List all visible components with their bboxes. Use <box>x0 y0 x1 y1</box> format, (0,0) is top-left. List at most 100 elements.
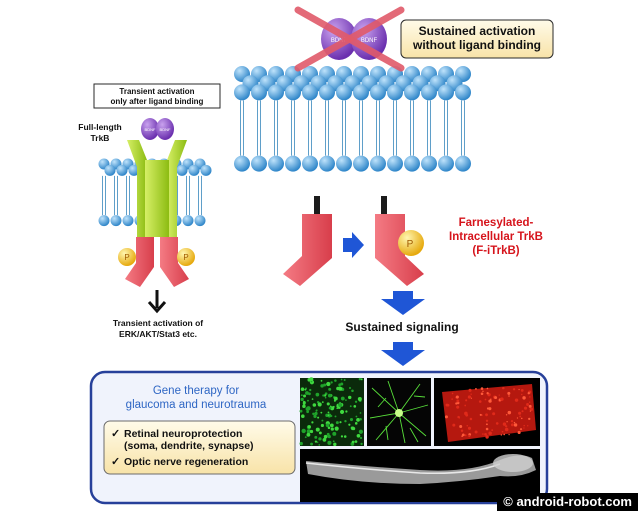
cell-speck <box>529 396 531 398</box>
cell-speck <box>451 392 454 395</box>
lipid-head <box>438 84 454 101</box>
cell-speck <box>521 410 524 413</box>
cell-speck <box>494 396 498 400</box>
cell-speck <box>354 400 358 403</box>
lipid-head <box>176 164 188 176</box>
cell-speck <box>506 421 508 423</box>
cell-speck <box>340 378 343 381</box>
lipid-head <box>387 84 403 101</box>
lipid-head <box>370 155 386 172</box>
cell-speck <box>317 402 322 407</box>
cell-speck <box>305 391 309 395</box>
cell-speck <box>479 413 482 416</box>
cell-speck <box>318 431 322 435</box>
cell-speck <box>334 379 337 382</box>
cell-speck <box>508 395 510 397</box>
cell-speck <box>332 440 335 443</box>
lipid-tail <box>257 100 261 156</box>
cell-speck <box>529 407 534 412</box>
cell-speck <box>356 417 360 422</box>
lipid-head <box>285 155 301 172</box>
cell-speck <box>302 400 306 404</box>
cell-speck <box>348 423 351 426</box>
cell-speck <box>307 425 311 429</box>
cell-speck <box>360 378 363 381</box>
lipid-tail <box>240 100 244 156</box>
cell-speck <box>343 378 346 381</box>
cell-speck <box>507 410 512 415</box>
cell-speck <box>491 429 494 432</box>
cell-speck <box>495 422 499 425</box>
cell-speck <box>455 395 459 399</box>
cell-speck <box>528 401 531 404</box>
cell-speck <box>359 436 363 440</box>
neuron-micrograph <box>367 378 431 446</box>
cell-speck <box>485 419 489 423</box>
itrkb-domain <box>375 214 424 286</box>
cell-speck <box>306 429 311 434</box>
cell-speck <box>309 388 312 392</box>
lipid-head <box>319 84 335 101</box>
phosphate-icon <box>118 248 136 266</box>
bdnf-monomer <box>156 118 174 140</box>
cell-speck <box>300 387 305 391</box>
benefit-item: Optic nerve regeneration <box>124 456 248 468</box>
cell-speck <box>315 427 320 432</box>
cell-speck <box>528 417 531 421</box>
cell-speck <box>327 411 330 414</box>
cell-speck <box>456 405 460 409</box>
cell-speck <box>523 424 525 427</box>
lipid-head <box>268 84 284 101</box>
cell-speck <box>500 434 503 436</box>
check-mark-icon: ✓ <box>111 428 120 440</box>
cell-speck <box>345 410 348 413</box>
cell-speck <box>480 392 484 396</box>
black-down-arrow-icon <box>147 290 167 314</box>
cell-speck <box>305 407 310 411</box>
cell-speck <box>321 401 324 404</box>
cell-speck <box>320 384 324 388</box>
cell-speck <box>327 434 331 438</box>
cell-speck <box>502 386 505 390</box>
lipid-head <box>188 164 200 176</box>
lipid-head <box>455 155 471 172</box>
lipid-head <box>110 215 122 227</box>
phosphate-icon <box>398 230 424 256</box>
cell-speck <box>520 388 524 392</box>
cell-speck <box>327 440 332 445</box>
cell-speck <box>480 387 484 390</box>
sustained-signaling-label: Sustained signaling <box>345 320 458 334</box>
cell-speck <box>358 429 363 434</box>
cell-speck <box>307 399 309 402</box>
cell-speck <box>467 426 472 430</box>
cell-speck <box>302 404 306 408</box>
lipid-tail <box>342 100 346 156</box>
cell-speck <box>459 424 463 429</box>
bdnf-label: BDNF <box>361 38 378 44</box>
cell-speck <box>512 388 516 391</box>
cell-speck <box>318 437 322 441</box>
cell-speck <box>318 444 321 446</box>
cell-speck <box>322 438 327 442</box>
lipid-tail <box>308 100 312 156</box>
cell-speck <box>338 403 343 408</box>
cell-speck <box>345 399 347 401</box>
phosphate-label: P <box>124 253 129 262</box>
cell-speck <box>339 421 342 424</box>
cell-speck <box>475 388 477 390</box>
cell-speck <box>528 404 532 408</box>
cell-speck <box>321 419 324 422</box>
cell-speck <box>464 434 467 437</box>
lipid-head <box>128 164 140 176</box>
cell-speck <box>317 416 320 419</box>
red-volume-micrograph <box>434 378 540 446</box>
cell-speck <box>358 377 362 381</box>
cell-speck <box>316 441 319 443</box>
cell-speck <box>521 393 523 396</box>
